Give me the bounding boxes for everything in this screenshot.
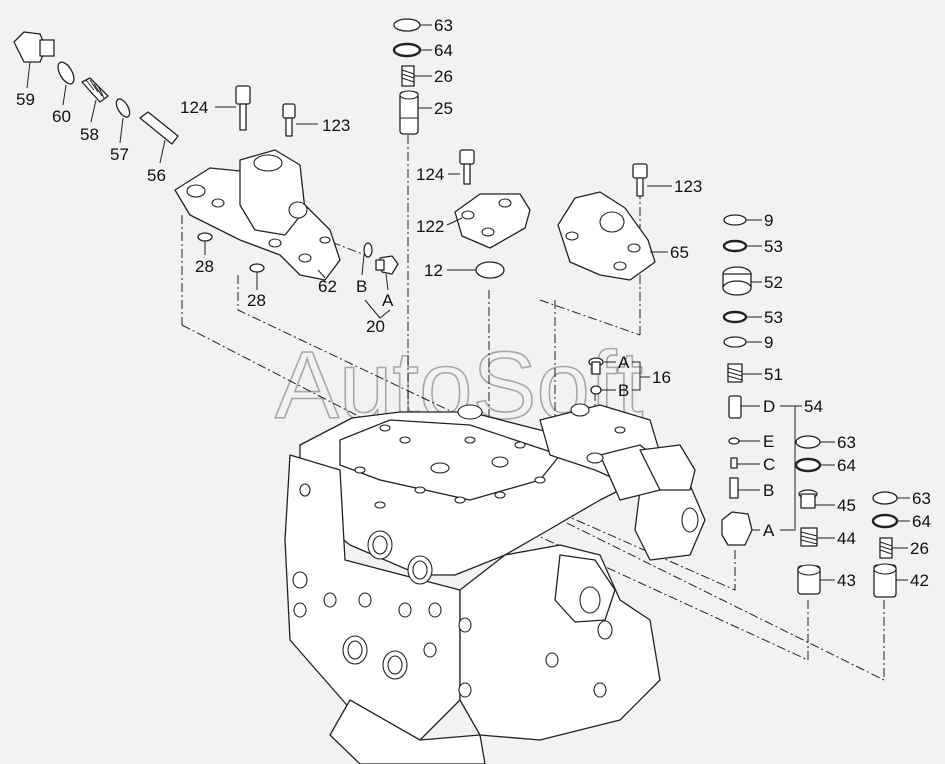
ring-54-e	[728, 437, 740, 445]
o-ring-63-top	[393, 18, 421, 32]
part-number-labels: 59 60 58 57 56 124 123 28 28 62 B A 20 6…	[16, 16, 931, 590]
label-25: 25	[434, 99, 453, 118]
main-valve-body	[284, 404, 706, 764]
washer-57	[115, 98, 131, 118]
spring-26-right	[879, 537, 893, 559]
label-56: 56	[147, 166, 166, 185]
spring-51	[727, 363, 743, 383]
poppet-56	[139, 111, 179, 145]
o-ring-28-a	[197, 232, 213, 242]
backup-ring-64-top	[392, 42, 422, 58]
cover-65	[557, 191, 656, 281]
label-9-bottom: 9	[764, 333, 773, 352]
o-ring-63-mid	[795, 435, 821, 449]
body-ports	[292, 403, 699, 698]
label-124-left: 124	[180, 98, 208, 117]
sleeve-54-a	[721, 511, 753, 546]
label-28-a: 28	[195, 257, 214, 276]
poppet-54-d	[728, 395, 742, 419]
label-44: 44	[837, 529, 856, 548]
backup-ring-53-bottom	[722, 310, 748, 324]
label-64-top: 64	[434, 41, 453, 60]
label-45: 45	[837, 496, 856, 515]
label-20-b: B	[356, 277, 367, 296]
label-64-mid: 64	[837, 456, 856, 475]
label-60: 60	[52, 107, 71, 126]
backup-ring-53-top	[722, 239, 748, 253]
label-53-top: 53	[764, 237, 783, 256]
label-57: 57	[110, 145, 129, 164]
o-ring-60	[57, 61, 75, 85]
label-54-a: A	[763, 521, 775, 540]
label-20-a: A	[382, 291, 394, 310]
bolt-123-right	[632, 163, 648, 197]
label-58: 58	[80, 125, 99, 144]
plug-52	[722, 266, 752, 296]
label-122: 122	[416, 217, 444, 236]
cover-122	[454, 193, 531, 249]
backup-ring-64-right	[871, 513, 899, 529]
spool-45	[798, 489, 818, 509]
label-26-right: 26	[910, 539, 929, 558]
o-ring-9-bottom	[723, 336, 747, 348]
spring-44	[800, 527, 818, 547]
label-16: 16	[652, 368, 671, 387]
o-ring-20-b	[363, 242, 373, 258]
label-54-b: B	[763, 481, 774, 500]
label-65: 65	[670, 243, 689, 262]
label-63-top: 63	[434, 16, 453, 35]
plug-20-a	[375, 255, 399, 275]
label-54-d: D	[763, 397, 775, 416]
label-59: 59	[16, 90, 35, 109]
label-20: 20	[366, 317, 385, 336]
label-54-c: C	[763, 455, 775, 474]
spool-25	[399, 90, 419, 135]
o-ring-16-b	[590, 385, 602, 395]
pin-54-c	[730, 457, 738, 469]
label-54: 54	[804, 397, 823, 416]
leader-lines	[26, 24, 910, 581]
bolt-123-left	[282, 103, 296, 137]
label-64-right: 64	[912, 512, 931, 531]
bolt-124-center	[459, 149, 475, 185]
o-ring-63-right	[872, 491, 898, 505]
label-52: 52	[764, 273, 783, 292]
label-54-e: E	[763, 432, 774, 451]
label-12: 12	[424, 261, 443, 280]
piston-54-b	[729, 477, 739, 499]
backup-ring-64-mid	[794, 457, 822, 473]
spool-43	[797, 564, 821, 595]
spring-58	[81, 77, 109, 103]
label-16-a: A	[618, 353, 630, 372]
o-ring-28-b	[249, 263, 265, 273]
o-ring-9-top	[723, 214, 747, 226]
plug-16-a	[588, 357, 604, 375]
label-16-b: B	[618, 381, 629, 400]
plug-59	[13, 31, 55, 63]
spring-26-top	[401, 65, 415, 87]
label-123-left: 123	[322, 116, 350, 135]
label-43: 43	[837, 571, 856, 590]
label-51: 51	[764, 365, 783, 384]
label-62: 62	[318, 277, 337, 296]
left-cover-62	[174, 149, 341, 281]
label-63-right: 63	[912, 489, 931, 508]
label-28-b: 28	[247, 291, 266, 310]
label-42: 42	[910, 571, 929, 590]
label-53-bottom: 53	[764, 308, 783, 327]
spool-42	[873, 563, 897, 598]
bolt-124-left	[235, 85, 251, 131]
label-9-top: 9	[764, 211, 773, 230]
label-124-center: 124	[416, 165, 444, 184]
label-63-mid: 63	[837, 433, 856, 452]
label-26-top: 26	[434, 67, 453, 86]
o-ring-12	[475, 261, 505, 279]
label-123-right: 123	[674, 177, 702, 196]
